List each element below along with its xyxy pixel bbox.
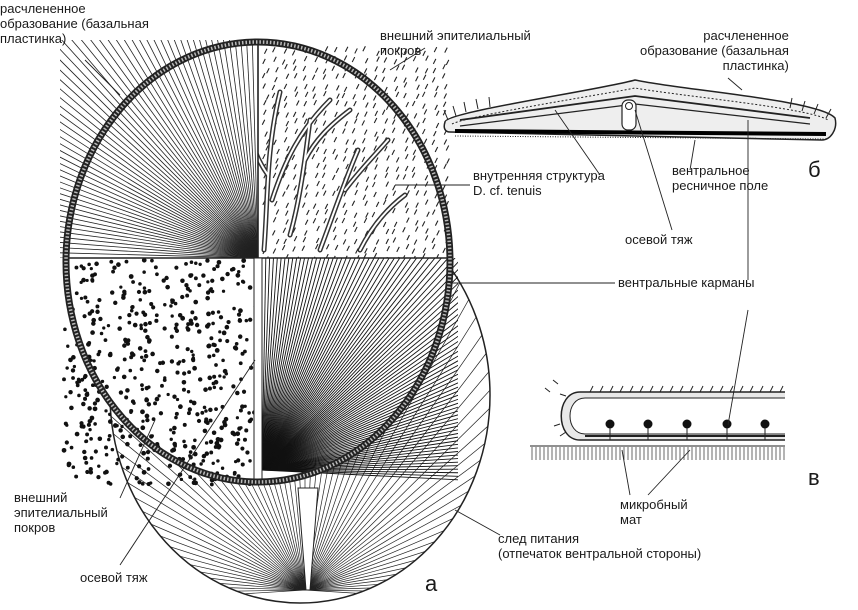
label-axial-cord-b: осевой тяж — [625, 232, 693, 247]
label-feeding-trace: след питания (отпечаток вентральной стор… — [498, 531, 701, 561]
organism-body — [0, 0, 592, 486]
label-basal-plate-a: расчлененное образование (базальная плас… — [0, 1, 149, 46]
label-axial-cord-a: осевой тяж — [80, 570, 148, 585]
label-inner-structure: внутренняя структура D. cf. tenuis — [473, 168, 605, 198]
panel-label-a: а — [425, 572, 437, 596]
panel-label-b: б — [808, 158, 821, 182]
label-basal-plate-b: расчлененное образование (базальная плас… — [640, 28, 789, 73]
panel-label-c: в — [808, 466, 820, 490]
label-ventral-ciliary-field: вентральное ресничное поле — [672, 163, 768, 193]
label-outer-epithelium-bottom: внешний эпителиальный покров — [14, 490, 108, 535]
microbial-mat-c — [532, 447, 784, 460]
label-microbial-mat: микробный мат — [620, 497, 688, 527]
label-outer-epithelium-top: внешний эпителиальный покров — [380, 28, 531, 58]
label-ventral-pockets: вентральные карманы — [618, 275, 754, 290]
cross-section-c — [530, 380, 785, 460]
cross-section-b — [444, 80, 836, 140]
